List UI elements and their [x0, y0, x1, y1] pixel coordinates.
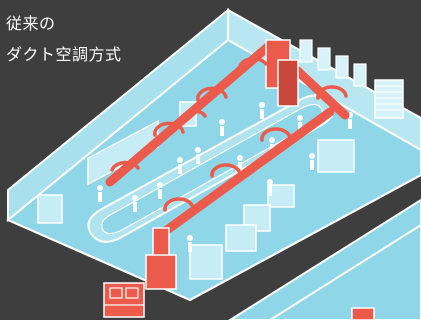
- worker: [132, 195, 138, 212]
- caption-line-1: 従来の: [6, 14, 56, 33]
- equipment: [37, 101, 355, 280]
- worker: [237, 155, 243, 172]
- caption-line-2: ダクト空調方式: [6, 45, 122, 64]
- duct-lower: [155, 107, 335, 240]
- diffuser: [110, 160, 140, 172]
- second-room: [228, 198, 421, 320]
- air-diffusers: [110, 56, 348, 212]
- worker: [219, 119, 225, 136]
- worker: [267, 179, 273, 196]
- worker: [309, 153, 315, 170]
- diffuser: [260, 127, 292, 142]
- box-right: [317, 139, 355, 173]
- air-handler-bottom: [145, 254, 177, 290]
- air-handler-top-side: [277, 59, 299, 107]
- worker: [177, 157, 183, 174]
- worker: [157, 182, 163, 199]
- second-room-wall: [228, 198, 421, 320]
- worker: [187, 235, 193, 252]
- worker: [195, 147, 201, 164]
- workers: [97, 102, 353, 252]
- room-front-edge: [7, 174, 421, 302]
- shutter-lines: [375, 85, 403, 111]
- diffuser: [210, 163, 242, 178]
- outdoor-unit-fans: [104, 287, 144, 306]
- diagram-caption: 従来の ダクト空調方式: [6, 8, 122, 70]
- worker: [259, 102, 265, 119]
- diffuser: [184, 109, 207, 120]
- box-center-3: [225, 224, 257, 252]
- box-center-2: [243, 204, 271, 232]
- worker: [297, 115, 303, 132]
- diffuser: [163, 197, 195, 212]
- wall-windows: [299, 39, 367, 87]
- second-room-edge: [269, 224, 421, 320]
- diffuser: [238, 56, 268, 68]
- second-room-duct: [351, 307, 375, 320]
- box-left: [37, 194, 63, 224]
- box-bottom: [189, 244, 223, 280]
- diffuser: [153, 121, 185, 137]
- worker: [97, 185, 103, 202]
- outdoor-unit: [103, 282, 145, 318]
- diffuser: [196, 86, 228, 102]
- diffuser: [316, 85, 348, 100]
